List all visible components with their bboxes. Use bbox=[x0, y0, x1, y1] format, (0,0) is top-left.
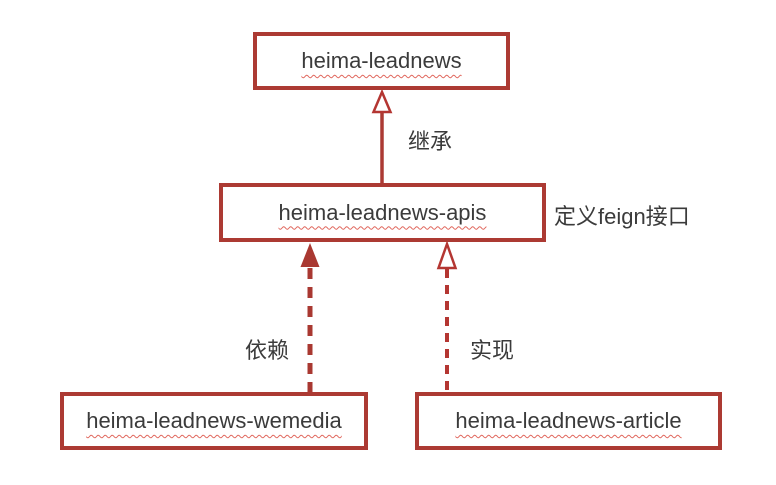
node-heima-leadnews-article-label: heima-leadnews-article bbox=[455, 408, 682, 433]
dependency-connector bbox=[300, 243, 320, 392]
node-heima-leadnews-apis-label: heima-leadnews-apis bbox=[278, 199, 487, 225]
node-heima-leadnews-wemedia: heima-leadnews-wemedia bbox=[60, 392, 368, 450]
realization-connector bbox=[436, 240, 458, 393]
edge-label-realization: 实现 bbox=[470, 338, 515, 363]
node-heima-leadnews: heima-leadnews bbox=[253, 32, 510, 90]
inheritance-hollow-arrowhead-icon bbox=[371, 88, 393, 114]
realization-hollow-arrowhead-icon bbox=[436, 240, 458, 270]
node-heima-leadnews-wemedia-label: heima-leadnews-wemedia bbox=[86, 408, 342, 433]
edge-label-inheritance: 继承 bbox=[408, 129, 453, 154]
node-heima-leadnews-label: heima-leadnews bbox=[301, 48, 462, 73]
node-heima-leadnews-apis: heima-leadnews-apis bbox=[219, 183, 546, 242]
apis-annotation: 定义feign接口 bbox=[554, 204, 690, 229]
inheritance-connector bbox=[371, 88, 393, 184]
edge-label-dependency: 依赖 bbox=[245, 338, 290, 363]
dependency-filled-arrowhead-icon bbox=[300, 243, 320, 267]
node-heima-leadnews-article: heima-leadnews-article bbox=[415, 392, 722, 450]
